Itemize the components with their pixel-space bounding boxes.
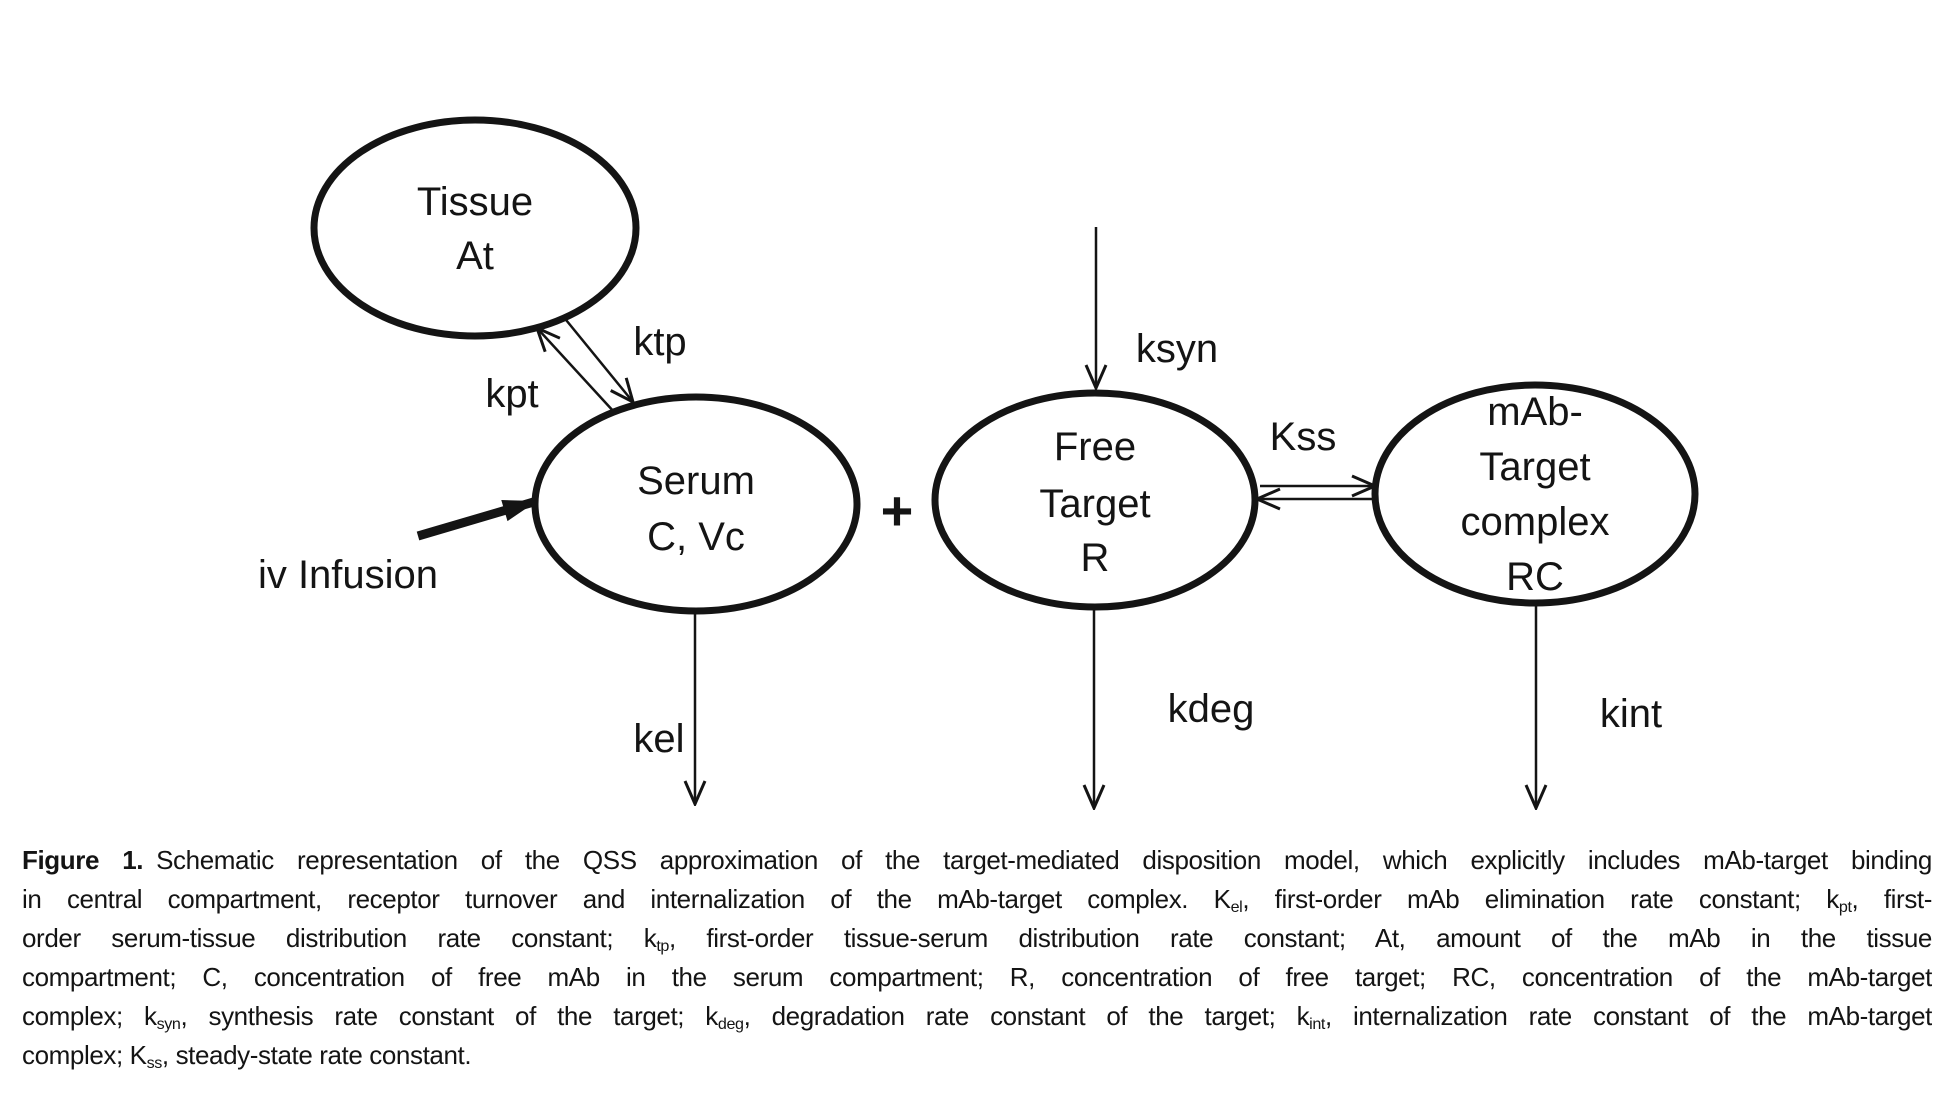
kss-label: Kss [1270,415,1337,459]
serum-label-line2: C, Vc [647,515,745,559]
model-diagram: Tissue At Serum C, Vc Free Target R mAb-… [258,116,1699,845]
caption-line: in central compartment, receptor turnove… [22,884,1932,916]
caption-line: compartment; C, concentration of free mA… [22,962,1932,992]
caption-line: complex; Kss, steady-state rate constant… [22,1040,472,1072]
mab-target-complex-ellipse [1371,381,1699,607]
plus-operator: + [881,479,914,542]
kpt-arrow [537,328,616,414]
tissue-label-line2: At [456,234,494,278]
kel-label: kel [633,717,684,761]
iv-infusion-label: iv Infusion [258,553,438,597]
kpt-label: kpt [485,372,538,416]
complex-label-line3: complex [1461,500,1610,544]
free-target-compartment-ellipse [931,389,1259,611]
kdeg-label: kdeg [1168,687,1255,731]
tissue-label-line1: Tissue [417,180,533,224]
caption-line: Figure 1.Schematic representation of the… [22,845,1932,875]
ksyn-label: ksyn [1136,327,1218,371]
complex-label-line1: mAb- [1487,390,1583,434]
serum-compartment-ellipse [531,393,861,615]
iv-infusion-arrow [416,496,539,541]
complex-label-line4: RC [1506,555,1564,599]
serum-label-line1: Serum [637,459,755,503]
free-target-label-line1: Free [1054,425,1136,469]
free-target-label-line2: Target [1039,482,1150,526]
ktp-arrow [561,314,633,402]
caption-line: order serum-tissue distribution rate con… [22,923,1932,955]
free-target-label-line3: R [1081,536,1110,580]
tissue-compartment-ellipse [310,116,640,340]
kint-label: kint [1600,692,1662,736]
ktp-label: ktp [633,320,686,364]
complex-label-line2: Target [1479,445,1590,489]
figure-caption: Figure 1.Schematic representation of the… [22,841,1932,1075]
caption-line: complex; ksyn, synthesis rate constant o… [22,1001,1932,1033]
